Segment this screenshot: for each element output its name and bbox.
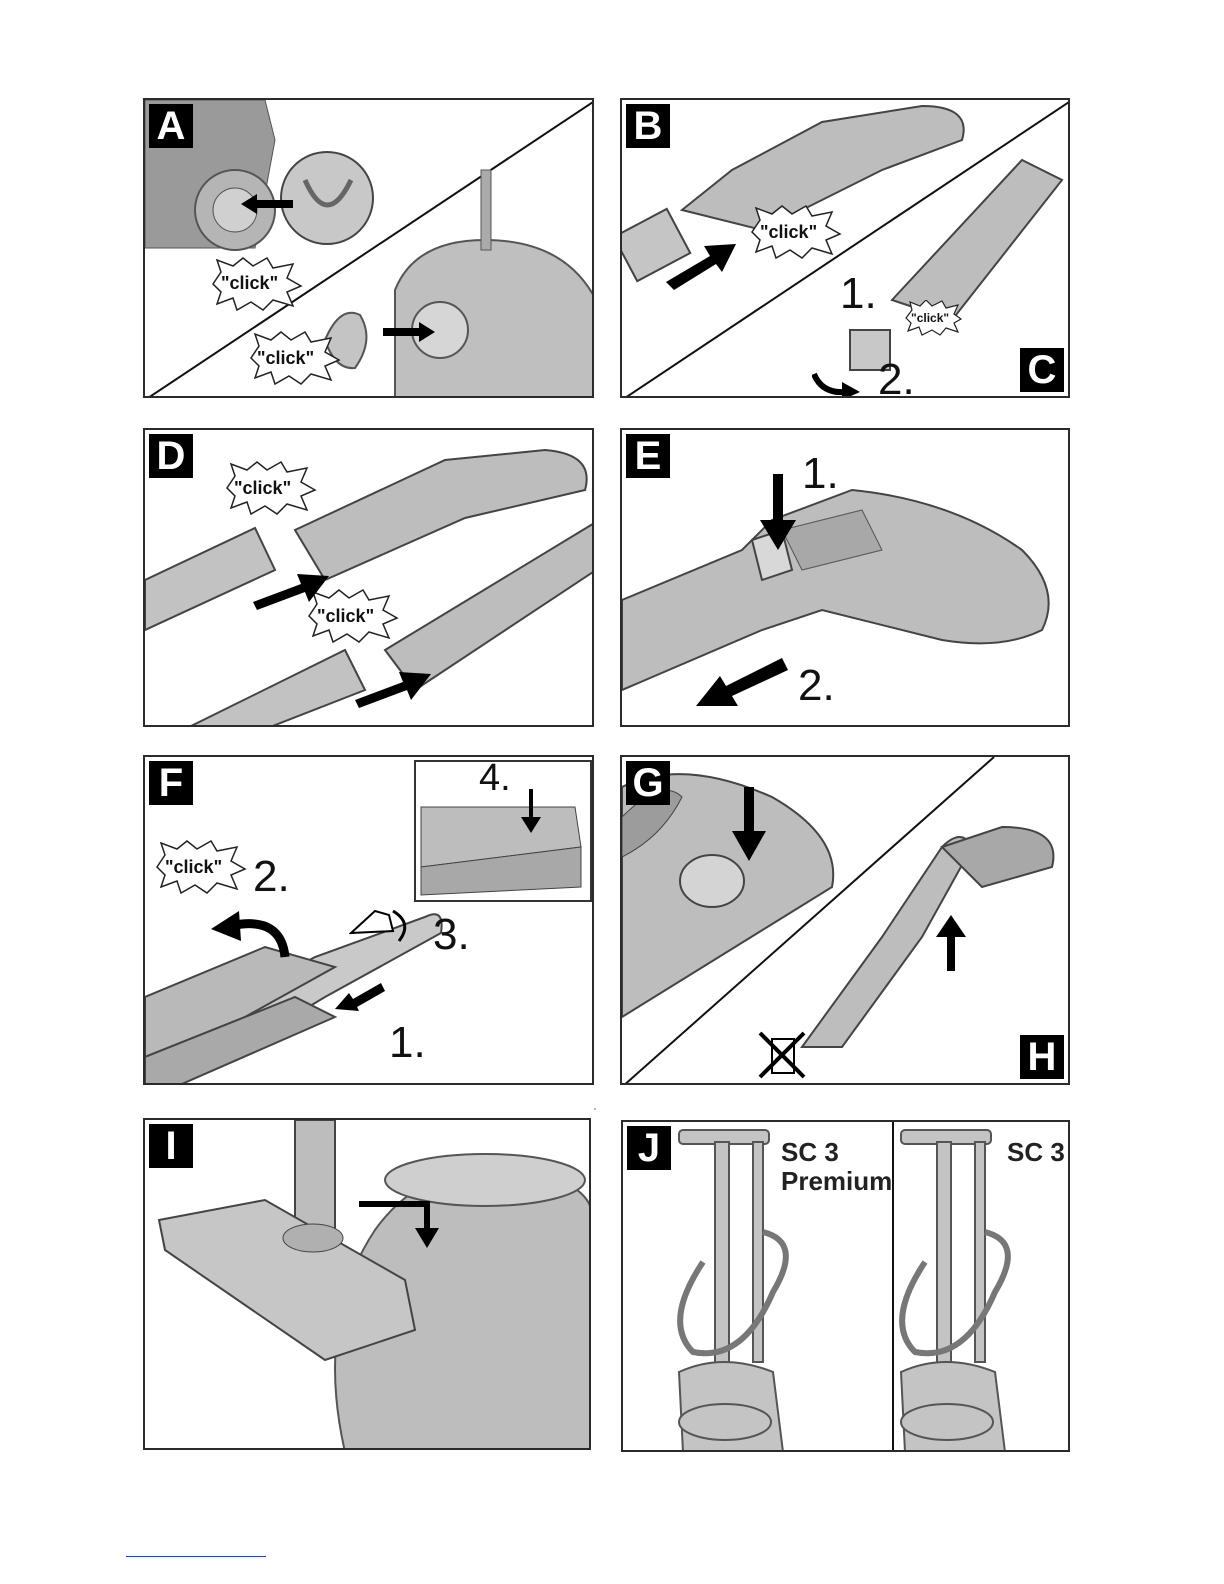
arrow-icon bbox=[666, 240, 736, 290]
panel-f: F "click" 2. 3. 1. 4. bbox=[143, 755, 594, 1085]
panel-gh-illustration bbox=[622, 757, 1070, 1085]
panel-letter: F bbox=[149, 761, 193, 805]
arrow-icon bbox=[760, 474, 796, 550]
panel-bc: B C "click" 1. 2. "click" bbox=[620, 98, 1070, 398]
click-label: "click" bbox=[257, 348, 314, 369]
panel-a: A "click" "click" bbox=[143, 98, 594, 398]
panel-letter: G bbox=[626, 761, 670, 805]
panel-letter: D bbox=[149, 434, 193, 478]
click-label: "click" bbox=[760, 222, 817, 243]
click-label: "click" bbox=[911, 311, 949, 325]
arrow-icon bbox=[696, 652, 788, 708]
arrow-icon bbox=[241, 194, 293, 214]
panel-a-illustration bbox=[145, 100, 594, 398]
step-number: 2. bbox=[253, 855, 290, 899]
click-label: "click" bbox=[234, 478, 291, 499]
step-number: 1. bbox=[840, 272, 877, 316]
arrow-icon bbox=[521, 789, 541, 833]
footer-link-rule bbox=[126, 1556, 266, 1557]
panel-letter: B bbox=[626, 104, 670, 148]
model-label-sc3: SC 3 bbox=[1007, 1138, 1065, 1167]
click-label: "click" bbox=[165, 857, 222, 878]
arrow-icon bbox=[355, 668, 431, 708]
step-number: 4. bbox=[479, 759, 511, 797]
panel-letter: I bbox=[149, 1124, 193, 1168]
crossed-brush-icon bbox=[758, 1031, 808, 1081]
panel-gh: G H bbox=[620, 755, 1070, 1085]
panel-letter: C bbox=[1020, 348, 1064, 392]
model-label-premium: SC 3 Premium bbox=[781, 1138, 892, 1196]
click-label: "click" bbox=[221, 273, 278, 294]
step-number: 3. bbox=[433, 913, 470, 957]
panel-letter: H bbox=[1020, 1035, 1064, 1079]
arrow-icon bbox=[253, 570, 329, 610]
panel-i-illustration bbox=[145, 1120, 591, 1450]
panel-j: J SC 3 Premium SC 3 bbox=[621, 1120, 1070, 1452]
speck bbox=[594, 1108, 596, 1110]
arrow-icon bbox=[335, 981, 385, 1011]
step-number: 1. bbox=[389, 1021, 426, 1065]
curved-arrow-icon bbox=[812, 370, 862, 398]
arrow-icon bbox=[936, 915, 966, 971]
arrow-icon bbox=[732, 787, 766, 861]
arrow-icon bbox=[359, 1198, 439, 1248]
panel-e-illustration bbox=[622, 430, 1070, 727]
panel-i: I bbox=[143, 1118, 591, 1450]
step-number: 2. bbox=[878, 358, 915, 398]
step-number: 1. bbox=[802, 452, 839, 496]
panel-letter: J bbox=[627, 1126, 671, 1170]
step-number: 2. bbox=[798, 664, 835, 708]
curved-arrow-icon bbox=[211, 907, 291, 959]
panel-letter: E bbox=[626, 434, 670, 478]
curved-arrow-icon bbox=[349, 905, 413, 945]
panel-e: E 1. 2. bbox=[620, 428, 1070, 727]
panel-d: D "click" "click" bbox=[143, 428, 594, 727]
panel-letter: A bbox=[149, 104, 193, 148]
arrow-icon bbox=[383, 322, 435, 342]
